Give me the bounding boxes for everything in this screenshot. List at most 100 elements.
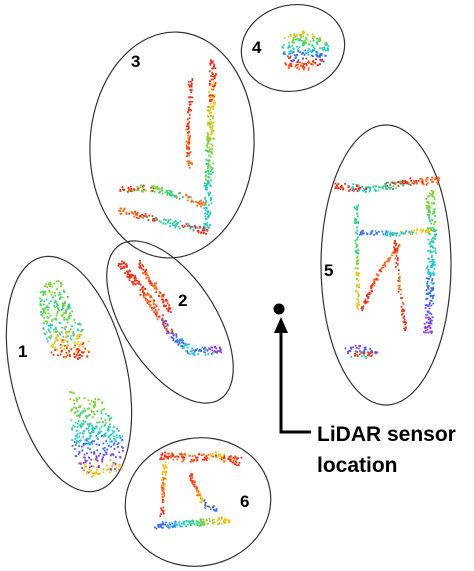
point <box>190 91 193 94</box>
point <box>391 251 394 254</box>
point <box>201 458 204 461</box>
point <box>353 189 355 191</box>
point <box>363 347 366 349</box>
point <box>84 459 86 462</box>
point <box>431 265 434 268</box>
point <box>212 455 215 458</box>
point <box>195 200 197 203</box>
point <box>220 517 223 520</box>
point <box>139 215 141 217</box>
point <box>355 238 358 241</box>
point <box>357 184 360 187</box>
point <box>397 288 400 291</box>
point <box>77 348 79 350</box>
point <box>85 438 88 440</box>
point <box>298 46 301 49</box>
point <box>435 233 437 235</box>
point <box>395 255 398 257</box>
point <box>83 407 86 410</box>
point <box>430 250 432 253</box>
point <box>73 412 76 414</box>
point <box>50 300 52 303</box>
point <box>302 68 305 71</box>
point <box>151 190 154 192</box>
point <box>368 190 371 193</box>
point <box>71 427 74 429</box>
point <box>349 188 352 191</box>
point <box>60 340 63 343</box>
point <box>137 189 140 192</box>
point <box>429 229 432 232</box>
point <box>102 442 105 445</box>
point <box>108 434 111 437</box>
point <box>377 189 380 192</box>
point <box>191 455 194 458</box>
point <box>81 449 84 452</box>
point <box>212 117 214 120</box>
point <box>213 94 216 96</box>
point <box>360 351 363 354</box>
point <box>162 295 165 298</box>
point <box>67 296 69 298</box>
point <box>173 224 176 227</box>
point <box>134 211 136 214</box>
point <box>80 425 82 428</box>
point <box>425 289 428 291</box>
point <box>77 329 80 332</box>
point <box>313 36 316 38</box>
point <box>160 507 162 510</box>
point <box>312 49 314 51</box>
point <box>431 250 434 253</box>
point <box>209 453 212 456</box>
point <box>59 296 62 299</box>
point <box>90 400 93 402</box>
point <box>136 212 138 215</box>
point <box>112 462 114 465</box>
cluster-6: 6 <box>124 437 272 567</box>
point <box>148 278 150 281</box>
point <box>423 331 425 334</box>
point <box>432 201 435 204</box>
point <box>307 60 310 63</box>
point <box>171 224 174 226</box>
point <box>180 453 182 455</box>
point <box>117 442 120 444</box>
point <box>396 247 399 250</box>
point <box>40 311 42 313</box>
point <box>79 406 82 408</box>
point <box>97 465 100 467</box>
point <box>205 158 208 161</box>
point <box>202 523 205 526</box>
point <box>165 307 168 310</box>
point <box>93 453 96 455</box>
point <box>197 350 200 352</box>
point <box>204 188 207 191</box>
point <box>187 224 190 227</box>
cluster-6-points-left <box>159 461 168 518</box>
point <box>358 304 360 306</box>
point <box>76 433 79 435</box>
point <box>196 458 199 461</box>
point <box>61 345 64 347</box>
point <box>211 125 214 127</box>
point <box>207 142 209 145</box>
point <box>154 309 157 311</box>
point <box>196 204 199 207</box>
point <box>131 281 134 283</box>
point <box>382 264 384 267</box>
point <box>354 350 357 353</box>
point <box>79 463 82 465</box>
point <box>227 519 230 522</box>
point <box>217 518 220 520</box>
point <box>395 262 398 264</box>
point <box>387 258 390 261</box>
point <box>210 115 213 118</box>
point <box>133 282 136 285</box>
point <box>185 525 187 528</box>
point <box>135 213 137 216</box>
point <box>431 229 433 232</box>
point <box>211 121 213 123</box>
point <box>209 123 212 125</box>
point <box>209 124 211 127</box>
point <box>225 519 228 521</box>
